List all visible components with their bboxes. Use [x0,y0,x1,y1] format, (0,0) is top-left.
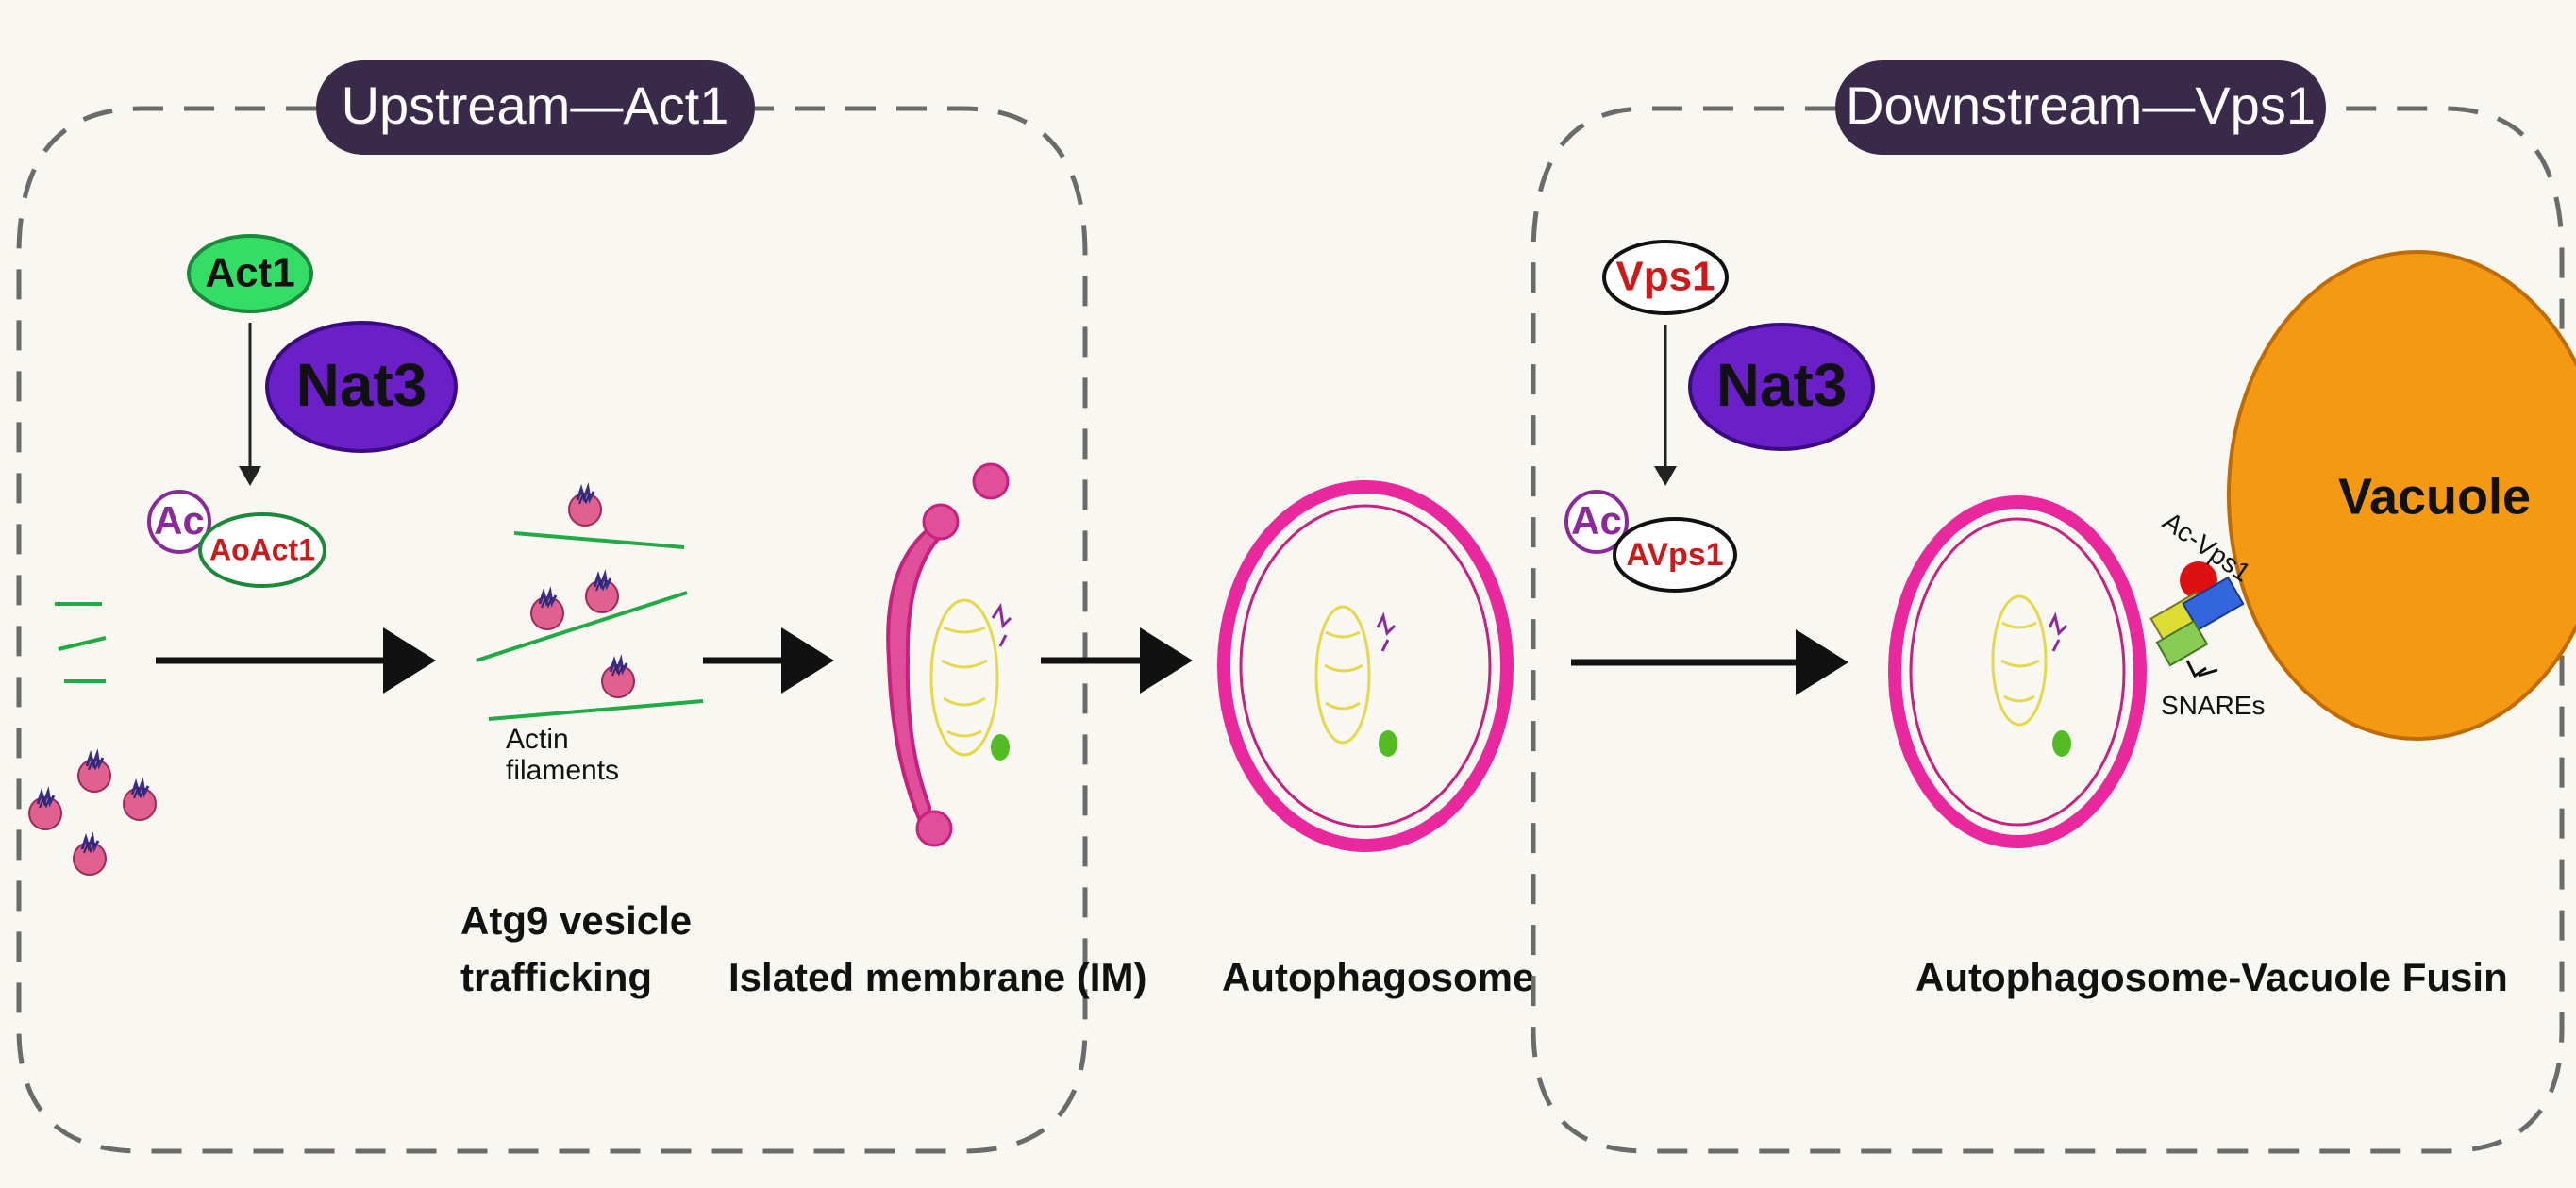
cargo-helix-icon [1991,594,2048,727]
upstream-panel: Upstream—Act1 [16,60,1088,1154]
ac-act1-node [198,512,326,588]
ac-right-node [1564,490,1629,554]
isolated-membrane-caption: Islated membrane (IM) [728,955,1146,999]
nat3-right-node [1688,323,1875,451]
atg9-vesicles-free [27,752,158,877]
nat3-left-node [265,321,458,453]
vps1-label: Vps1 [1615,254,1715,300]
vacuole-body [2227,250,2576,741]
atg9-vesicle-icon [72,835,108,877]
ac-vps1-label: AVps1 [1626,537,1723,573]
atg9-caption-line1: Atg9 vesicle [460,898,692,943]
snares-label: SNAREs [2161,691,2265,720]
nat3-right-label: Nat3 [1716,351,1848,419]
fusion-caption: Autophagosome-Vacuole Fusin [1915,955,2508,999]
ac-act1-label: AoAct1 [209,532,315,566]
actin-filaments: Actin filaments [476,486,704,786]
downstream-panel-border [1531,106,2565,1154]
ac-left-label: Ac [154,498,205,543]
atg9-caption-line2: trafficking [460,955,652,999]
actin-label-line2: filaments [506,755,619,786]
act1-label: Act1 [205,250,294,296]
autophagosome-right [1888,495,2147,848]
autophagosome-caption: Autophagosome [1222,955,1534,999]
actin-fragments-left [55,602,107,683]
ac-vps1-node [1613,517,1737,593]
vacuole: Vacuole [2227,250,2576,741]
nat3-left-label: Nat3 [296,351,427,419]
autophagosome-right-outer [1888,495,2147,848]
downstream-panel: Downstream—Vps1 [1531,60,2565,1154]
autophagosome-inner [1239,504,1492,828]
act1-node [187,234,313,313]
vps1-acetylation-group: Vps1 Nat3 Ac AVps1 [1564,240,1875,593]
ac-left-node [147,490,211,554]
upstream-panel-border [16,106,1088,1154]
upstream-title-badge [316,60,755,155]
atg9-vesicle-icon [76,752,112,794]
actin-label-line1: Actin [506,724,569,755]
atg9-vesicle-icon [567,486,603,527]
atg9-vesicle-icon [122,780,158,822]
upstream-title: Upstream—Act1 [342,75,729,135]
atg9-vesicle-icon [600,658,636,699]
atg9-vesicle-icon [529,590,565,631]
atg9-vesicle-icon [584,573,620,614]
cargo-helix-icon [929,598,999,757]
ac-right-label: Ac [1571,498,1622,543]
act1-acetylation-group: Act1 Nat3 Ac AoAct1 [147,234,458,588]
autophagosome-outer [1217,480,1514,852]
autophagosome-right-inner [1909,517,2126,827]
downstream-title: Downstream—Vps1 [1846,75,2316,135]
isolated-membrane [886,462,1012,847]
atg9-vesicle-icon [27,790,63,831]
cargo-helix-icon [1314,605,1371,745]
autophagosome-middle [1217,480,1514,852]
vacuole-label: Vacuole [2338,468,2531,525]
vps1-node [1602,240,1729,315]
downstream-title-badge [1835,60,2326,155]
